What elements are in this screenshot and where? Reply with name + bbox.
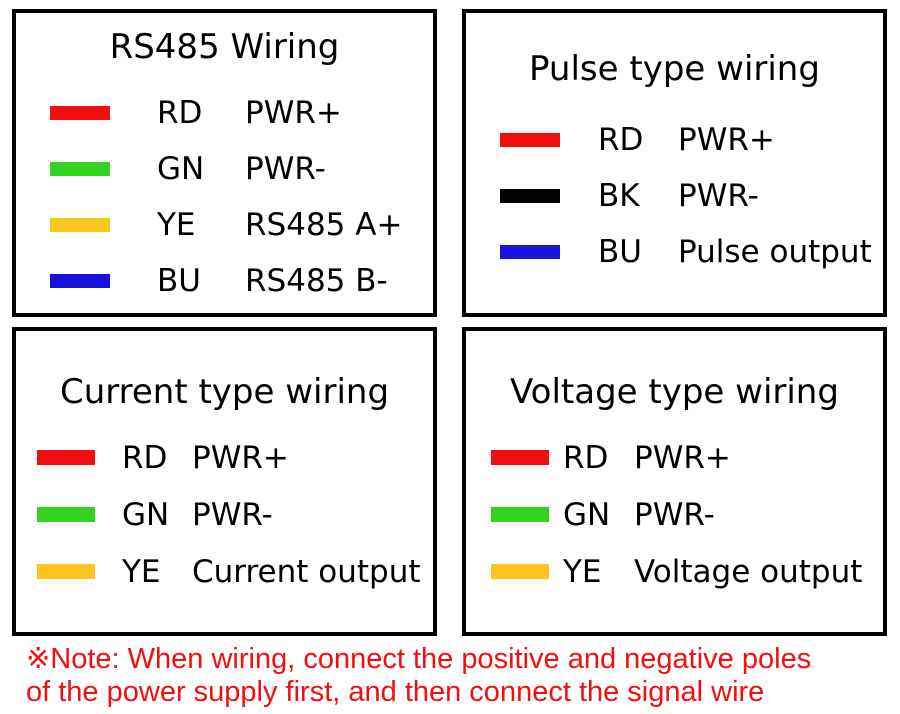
panel-title-rs485: RS485 Wiring (109, 27, 340, 67)
wire-swatch-yellow (491, 564, 549, 579)
panel-title-voltage: Voltage type wiring (510, 372, 839, 412)
wire-rows: RD PWR+ GN PWR- YE RS485 A+ BU RS485 B- (16, 85, 433, 309)
wire-signal: Pulse output (678, 234, 872, 270)
wire-swatch-red (500, 133, 560, 147)
wire-code: RD (157, 95, 203, 131)
wire-swatch-red (37, 450, 95, 465)
wire-swatch-green (50, 162, 110, 176)
wire-signal: PWR+ (634, 439, 731, 476)
wire-code: BU (598, 234, 642, 270)
wire-row-green: GN PWR- (50, 141, 433, 197)
wire-swatch-red (50, 106, 110, 120)
wire-signal: RS485 A+ (245, 207, 403, 243)
wire-swatch-green (491, 507, 549, 522)
wire-swatch-blue (50, 274, 110, 288)
wire-code: GN (122, 496, 170, 533)
wire-code: RD (563, 439, 609, 476)
wire-signal: Current output (192, 553, 421, 590)
wire-signal: PWR+ (245, 95, 342, 131)
wire-code: BK (598, 178, 640, 214)
panel-title-pulse: Pulse type wiring (529, 49, 820, 89)
wire-row-black: BK PWR- (500, 168, 883, 224)
panel-rs485-wiring: RS485 Wiring RD PWR+ GN PWR- YE RS485 A+… (12, 9, 437, 317)
wire-rows: RD PWR+ BK PWR- BU Pulse output (466, 112, 883, 280)
wire-swatch-green (37, 507, 95, 522)
wire-signal: PWR+ (192, 439, 289, 476)
wire-code: RD (122, 439, 168, 476)
panel-current-wiring: Current type wiring RD PWR+ GN PWR- YE C… (12, 327, 437, 636)
wire-signal: PWR- (192, 496, 273, 533)
wiring-note-line-2: of the power supply first, and then conn… (26, 676, 765, 708)
wire-swatch-yellow (50, 218, 110, 232)
wire-row-red: RD PWR+ (37, 429, 433, 486)
wiring-note: ※Note: When wiring, connect the positive… (26, 643, 811, 709)
wire-row-green: GN PWR- (491, 486, 883, 543)
wire-code: YE (122, 553, 161, 590)
wire-row-blue: BU Pulse output (500, 224, 883, 280)
panel-voltage-wiring: Voltage type wiring RD PWR+ GN PWR- YE V… (462, 327, 887, 636)
wire-signal: Voltage output (634, 553, 863, 590)
wire-row-yellow: YE RS485 A+ (50, 197, 433, 253)
wire-swatch-red (491, 450, 549, 465)
wire-signal: PWR- (634, 496, 715, 533)
wire-signal: RS485 B- (245, 263, 388, 299)
panel-pulse-wiring: Pulse type wiring RD PWR+ BK PWR- BU Pul… (462, 9, 887, 317)
wire-code: YE (157, 207, 196, 243)
wire-swatch-black (500, 189, 560, 203)
panel-title-current: Current type wiring (59, 372, 390, 412)
wire-code: RD (598, 122, 644, 158)
wire-row-yellow: YE Current output (37, 543, 433, 600)
wire-code: GN (563, 496, 611, 533)
wire-row-red: RD PWR+ (50, 85, 433, 141)
wire-code: GN (157, 151, 205, 187)
wire-code: YE (563, 553, 602, 590)
wire-code: BU (157, 263, 201, 299)
wiring-note-line-1: ※Note: When wiring, connect the positive… (26, 643, 812, 675)
wire-signal: PWR- (245, 151, 326, 187)
wire-row-yellow: YE Voltage output (491, 543, 883, 600)
wire-swatch-yellow (37, 564, 95, 579)
wire-signal: PWR+ (678, 122, 775, 158)
wire-row-red: RD PWR+ (491, 429, 883, 486)
wire-row-green: GN PWR- (37, 486, 433, 543)
wire-rows: RD PWR+ GN PWR- YE Current output (16, 429, 433, 600)
wire-rows: RD PWR+ GN PWR- YE Voltage output (466, 429, 883, 600)
wire-row-blue: BU RS485 B- (50, 253, 433, 309)
wire-signal: PWR- (678, 178, 759, 214)
wire-row-red: RD PWR+ (500, 112, 883, 168)
wire-swatch-blue (500, 245, 560, 259)
